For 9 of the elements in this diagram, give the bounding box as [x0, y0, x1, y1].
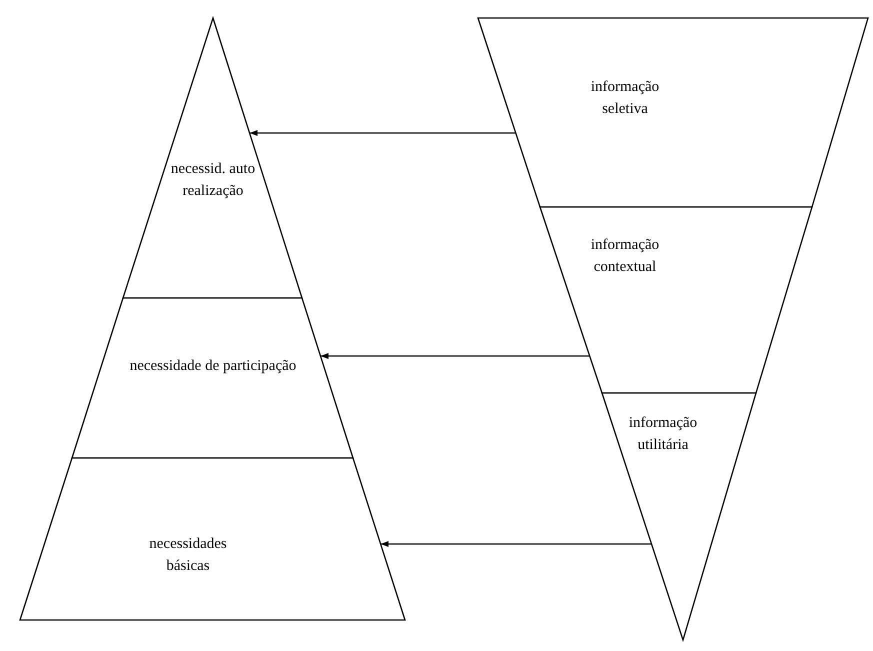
band-label: necessidade de participação: [128, 357, 298, 376]
arrow: [320, 353, 590, 359]
band-label: necessid. auto realização: [170, 160, 256, 201]
arrow: [250, 130, 516, 136]
band-label: informação utilitária: [628, 414, 698, 455]
arrow: [380, 541, 652, 547]
band-label: informação seletiva: [590, 78, 660, 119]
band-label: necessidades básicas: [148, 535, 228, 576]
band-label: informação contextual: [590, 236, 660, 277]
